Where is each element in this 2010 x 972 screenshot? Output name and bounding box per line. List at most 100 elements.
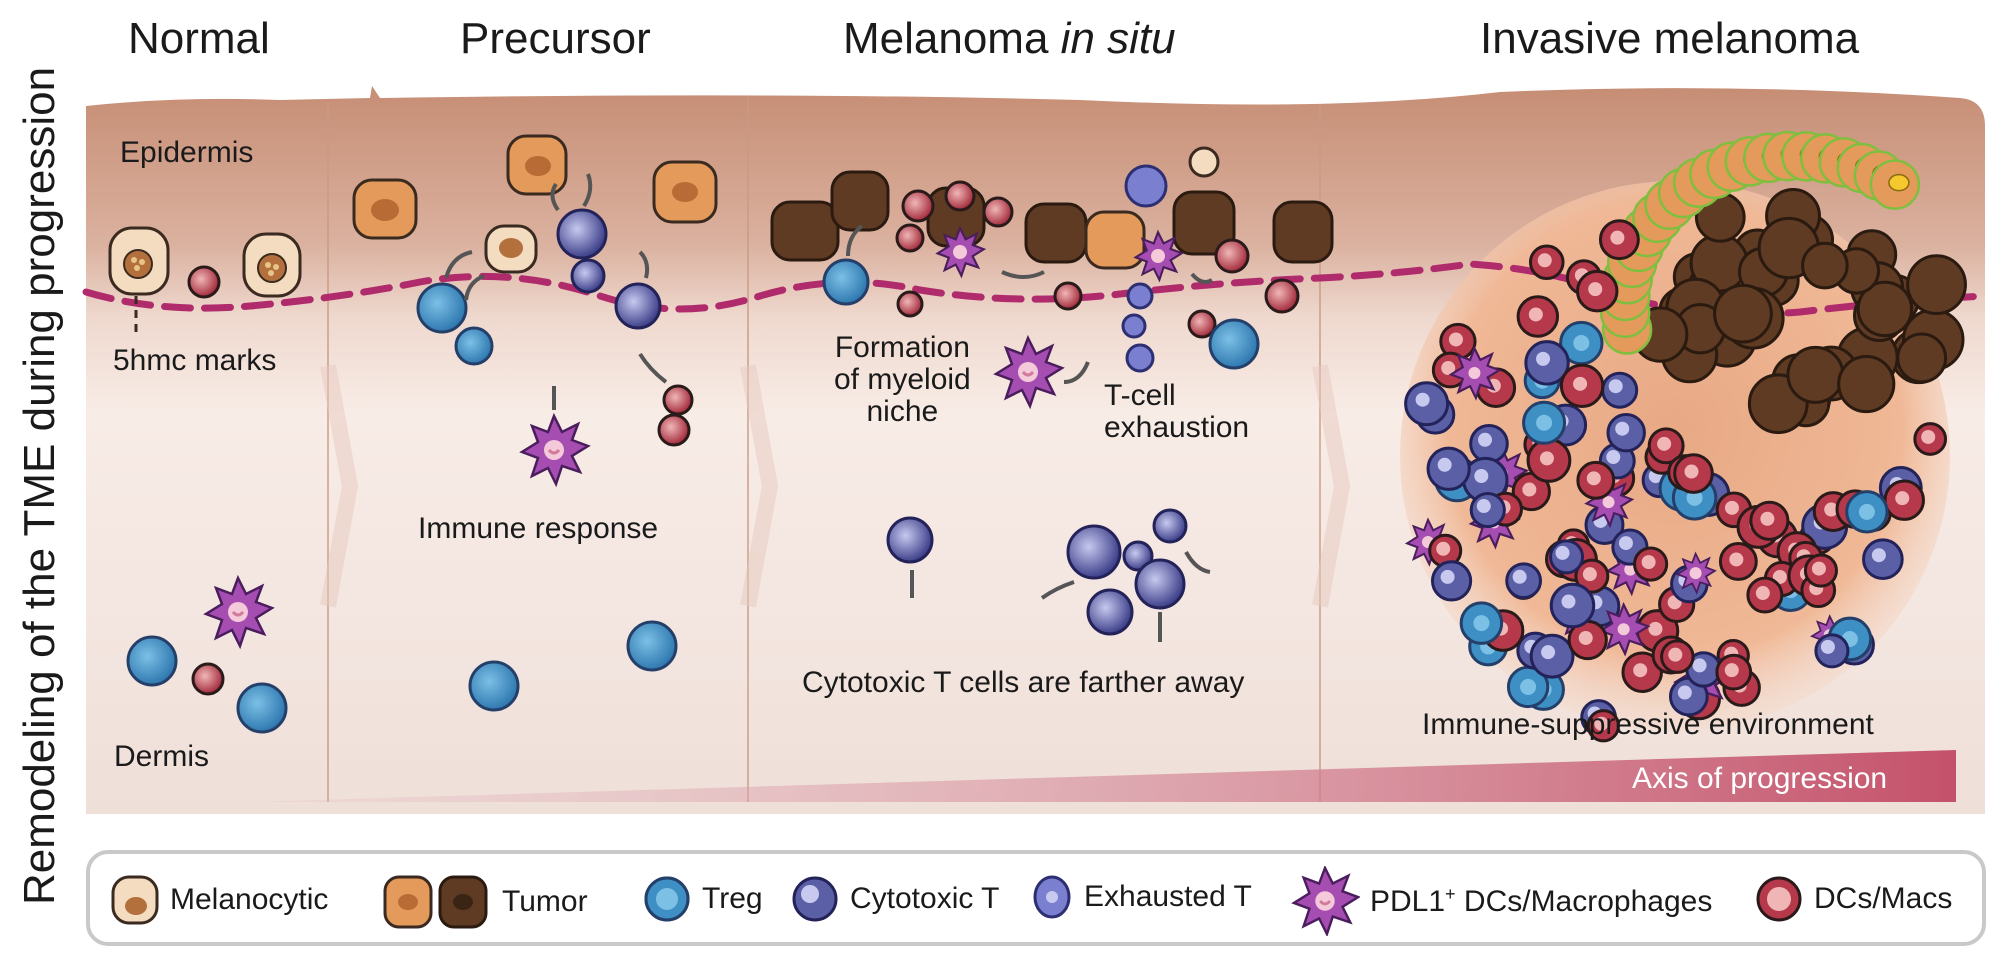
label-axis-of-progression: Axis of progression: [1632, 762, 1888, 795]
dc-cell: [1264, 278, 1300, 314]
treg-nucleus: [1858, 503, 1875, 520]
pdl1-cell: [203, 574, 275, 650]
treg-nucleus: [1686, 489, 1703, 506]
label-immune-response: Immune response: [418, 512, 659, 545]
label-myeloid-line1: Formation: [834, 331, 970, 364]
label-myeloid-niche: Formation of myeloid niche: [834, 332, 971, 428]
dc-cell: [982, 196, 1014, 228]
cytotoxic-cell: [1122, 540, 1154, 572]
dc-nucleus: [1772, 569, 1787, 584]
legend-exhausted-label: Exhausted T: [1084, 880, 1252, 913]
dc-nucleus: [1610, 230, 1625, 245]
invasive-cells: [1404, 130, 1967, 743]
treg-cell: [822, 258, 870, 306]
mis-cells: [770, 146, 1334, 642]
dc-nucleus: [1539, 451, 1554, 466]
label-exhaustion-line2: exhaustion: [1104, 411, 1250, 444]
cytotoxic-nucleus: [1555, 545, 1570, 560]
pdl1-nucleus: [1617, 623, 1630, 636]
melanocytic-cell: [1188, 146, 1220, 178]
dc-cell: [191, 662, 225, 696]
stage-title-mis-italic: in situ: [1060, 14, 1176, 63]
treg-nucleus: [1536, 414, 1553, 431]
dc-nucleus: [1668, 647, 1683, 662]
cytotoxic-cell: [1066, 524, 1122, 580]
normal-cells: [108, 226, 302, 734]
tumor-cell-dark: [1801, 241, 1849, 290]
tme-diagram: [82, 86, 1989, 814]
exhausted-cell: [1121, 313, 1147, 339]
treg-cell: [126, 635, 178, 687]
cytotoxic-nucleus: [1820, 639, 1835, 654]
legend: Melanocytic Tumor Treg Cytotoxic T Exhau…: [86, 850, 1986, 946]
cytotoxic-nucleus: [1474, 468, 1489, 483]
dc-cell: [1214, 238, 1250, 274]
pdl1-cell: [1133, 229, 1185, 283]
treg-nucleus: [1473, 615, 1490, 632]
cytotoxic-nucleus: [1677, 685, 1692, 700]
dc-nucleus: [1760, 511, 1775, 526]
dc-nucleus: [1588, 282, 1603, 297]
cytotoxic-cell: [886, 516, 934, 564]
label-dermis: Dermis: [114, 740, 209, 773]
treg-cell: [626, 620, 678, 672]
dc-nucleus: [1657, 436, 1672, 451]
dc-nucleus: [1921, 429, 1936, 444]
cytotoxic-cell: [1134, 558, 1186, 610]
cytotoxic-cell: [1152, 508, 1188, 544]
treg-nucleus: [1573, 335, 1590, 352]
label-epidermis: Epidermis: [120, 136, 254, 169]
tumor-nucleus: [1888, 173, 1910, 192]
dc-nucleus: [1811, 561, 1826, 576]
dc-nucleus: [1641, 555, 1656, 570]
legend-pdl1-sup: +: [1445, 883, 1456, 904]
dc-nucleus: [1528, 307, 1543, 322]
cytotoxic-nucleus: [1608, 379, 1623, 394]
legend-dcs-label: DCs/Macs: [1814, 882, 1953, 915]
legend-melanocytic-label: Melanocytic: [170, 883, 329, 916]
label-immune-suppressive: Immune-suppressive environment: [1422, 708, 1874, 741]
dc-cell: [896, 290, 924, 318]
cytotoxic-nucleus: [1615, 421, 1630, 436]
tumor-cell-dark: [1786, 345, 1845, 404]
tumor-cell-dark: [1856, 280, 1914, 338]
dc-nucleus: [1895, 491, 1910, 506]
pdl1-cell: [519, 412, 591, 488]
legend-pdl1-suffix: DCs/Macrophages: [1455, 884, 1713, 918]
tumor-cell-dark: [1906, 254, 1967, 315]
exhausted-cell: [1125, 343, 1155, 373]
dc-nucleus: [1755, 586, 1770, 601]
legend-treg-label: Treg: [702, 882, 763, 915]
tumor-cell-dark: [1713, 283, 1773, 344]
treg-cell: [468, 660, 520, 712]
legend-pdl1: PDL1+ DCs/Macrophages: [1290, 866, 1712, 936]
label-t-cell-exhaustion: T-cell exhaustion: [1104, 380, 1249, 444]
cytotoxic-nucleus: [1871, 548, 1886, 563]
side-title: Remodeling of the TME during progression: [0, 0, 80, 972]
legend-cytotoxic-label: Cytotoxic T: [850, 882, 1000, 915]
stage-title-invasive: Invasive melanoma: [1480, 14, 1860, 63]
legend-pdl1-label: PDL1+ DCs/Macrophages: [1370, 884, 1712, 919]
label-exhaustion-line1: T-cell: [1104, 379, 1176, 412]
dc-nucleus: [1441, 361, 1456, 376]
legend-pdl1-prefix: PDL1: [1370, 884, 1446, 918]
pdl1-nucleus: [1602, 496, 1615, 509]
tumor-icon: [383, 875, 488, 929]
dc-nucleus: [1594, 716, 1609, 731]
dc-nucleus: [1436, 541, 1451, 556]
tumor-cell-dark: [830, 170, 890, 232]
stage-title-normal: Normal: [128, 14, 270, 63]
label-myeloid-line2: of myeloid: [834, 363, 971, 396]
precursor-cells: [352, 134, 718, 712]
dc-nucleus: [1724, 663, 1739, 678]
cytotoxic-cell: [614, 282, 662, 330]
dc-nucleus: [1633, 663, 1648, 678]
label-cytotoxic-farther: Cytotoxic T cells are farther away: [802, 666, 1245, 699]
dc-nucleus: [1586, 471, 1601, 486]
treg-cell: [1208, 318, 1260, 370]
cytotoxic-cell: [1086, 588, 1134, 636]
treg-nucleus: [1520, 678, 1537, 695]
pdl1-nucleus: [1689, 567, 1702, 580]
pdl1-nucleus: [1468, 367, 1481, 380]
cytotoxic-nucleus: [1437, 457, 1452, 472]
